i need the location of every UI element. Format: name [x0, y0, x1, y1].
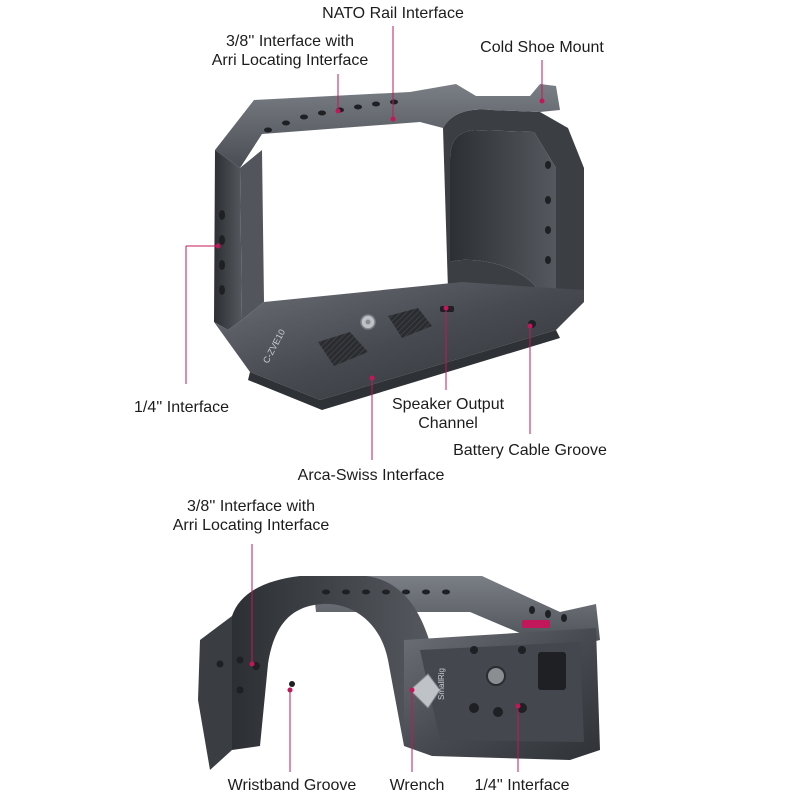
cage-top-rail: [215, 84, 560, 168]
cage-base-plate: [214, 282, 584, 400]
knurl-pad-left: [318, 332, 368, 366]
label-battery-groove: Battery Cable Groove: [453, 442, 607, 459]
right-wall-holes: [528, 161, 551, 328]
label-arri-top-line1: 3/8'' Interface with: [226, 33, 354, 50]
cage-grip-inner: [450, 130, 556, 300]
bottom-rail-holes: [322, 589, 567, 622]
label-arri-top-line2: Arri Locating Interface: [211, 52, 369, 69]
label-quarter-left: 1/4'' Interface: [134, 399, 230, 416]
bottom-center-screw: [486, 666, 506, 686]
bottom-wrench: [409, 673, 441, 709]
cage-left-upright: [214, 150, 242, 330]
label-speaker-line1: Speaker Output: [391, 396, 505, 413]
label-cold-shoe: Cold Shoe Mount: [480, 39, 604, 56]
label-arri-bottom-line1: 3/8'' Interface with: [187, 498, 315, 515]
label-speaker-line2: Channel: [418, 415, 478, 432]
bottom-grip-dome: [232, 576, 432, 750]
bottom-red-accent: [522, 620, 550, 628]
knurl-pad-right: [388, 308, 432, 338]
bottom-plate-holes: [469, 646, 566, 717]
label-wrench: Wrench: [389, 777, 445, 794]
label-arca-swiss: Arca-Swiss Interface: [297, 467, 445, 484]
top-leader-lines: [185, 26, 543, 460]
cage-left-face: [240, 150, 264, 320]
bottom-left-panel: [198, 616, 232, 770]
bottom-leader-lines: [251, 544, 519, 772]
top-leader-dots: [215, 98, 545, 381]
top-cage: [214, 84, 584, 410]
label-nato-rail: NATO Rail Interface: [322, 5, 464, 22]
bottom-engraving: SmallRig: [437, 668, 446, 700]
label-arri-bottom-line2: Arri Locating Interface: [172, 517, 330, 534]
label-wristband-groove: Wristband Groove: [227, 777, 357, 794]
bottom-cage: [198, 576, 600, 770]
left-upright-holes: [219, 210, 225, 295]
bottom-leader-dots: [249, 661, 521, 709]
label-quarter-bottom: 1/4'' Interface: [474, 777, 570, 794]
